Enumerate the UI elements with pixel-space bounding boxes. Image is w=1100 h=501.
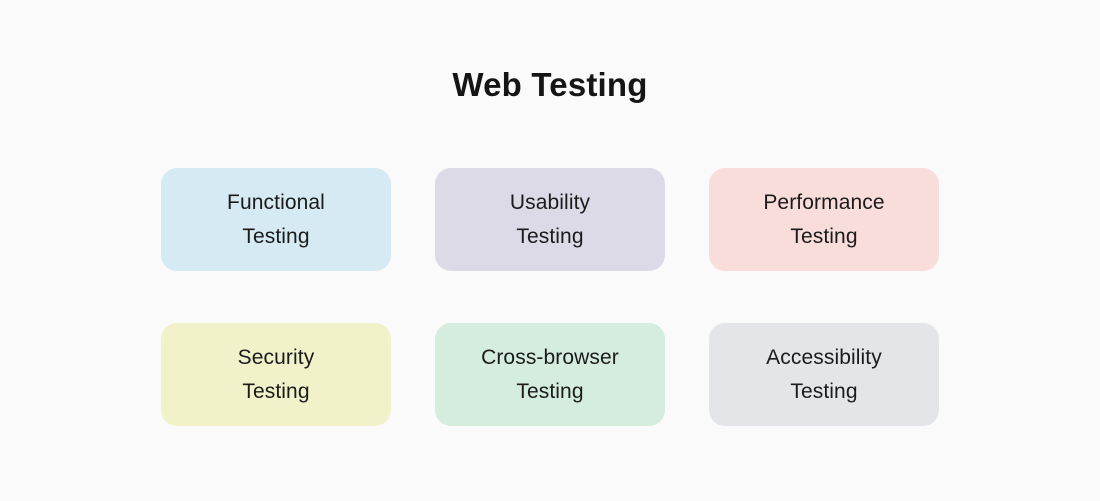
card-label-line: Performance (763, 190, 885, 214)
card-functional-testing: Functional Testing (161, 168, 391, 271)
card-label-line: Accessibility (766, 345, 882, 369)
card-label-line: Testing (242, 379, 310, 403)
card-label-line: Security (237, 345, 315, 369)
card-performance-testing: Performance Testing (709, 168, 939, 271)
card-usability-testing: Usability Testing (435, 168, 665, 271)
card-label-line: Testing (790, 224, 858, 248)
card-label-line: Usability (509, 190, 591, 214)
card-accessibility-testing: Accessibility Testing (709, 323, 939, 426)
card-label-line: Functional (227, 190, 325, 214)
card-grid: Functional Testing Usability Testing Per… (161, 168, 939, 426)
page-title: Web Testing (452, 66, 648, 103)
card-label-line: Cross-browser (481, 345, 619, 369)
card-label-line: Testing (516, 379, 584, 403)
card-label-line: Testing (242, 224, 310, 248)
card-label-line: Testing (516, 224, 584, 248)
card-cross-browser-testing: Cross-browser Testing (435, 323, 665, 426)
card-security-testing: Security Testing (161, 323, 391, 426)
card-label-line: Testing (790, 379, 858, 403)
